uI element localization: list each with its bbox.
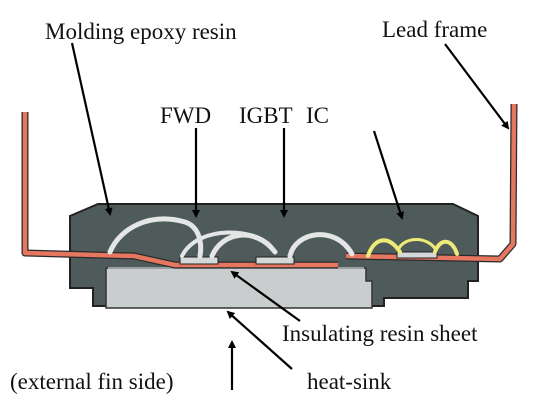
bonding-wire-1 <box>107 216 204 259</box>
label-heat-sink: heat-sink <box>307 369 392 394</box>
ic-chip <box>396 251 438 259</box>
arrow-molding <box>70 42 113 216</box>
heat-sink-block <box>105 267 373 309</box>
label-insulating-resin-sheet: Insulating resin sheet <box>282 321 478 346</box>
arrow-insulating <box>230 270 301 322</box>
label-external-fin-side: (external fin side) <box>10 369 174 394</box>
label-fwd: FWD <box>160 103 212 128</box>
arrow-ic <box>372 130 404 220</box>
arrow-heatsink <box>226 310 293 370</box>
gold-wire-1 <box>366 238 402 258</box>
bonding-wire-4 <box>287 232 355 259</box>
gold-wire-3 <box>396 238 438 252</box>
arrow-lead-frame <box>444 43 510 130</box>
label-lead-frame: Lead frame <box>382 17 488 42</box>
bonding-wire-3 <box>180 230 274 258</box>
label-molding-epoxy-resin: Molding epoxy resin <box>45 19 237 44</box>
igbt-chip <box>255 256 295 265</box>
label-igbt: IGBT <box>239 103 293 128</box>
label-ic: IC <box>306 103 329 128</box>
